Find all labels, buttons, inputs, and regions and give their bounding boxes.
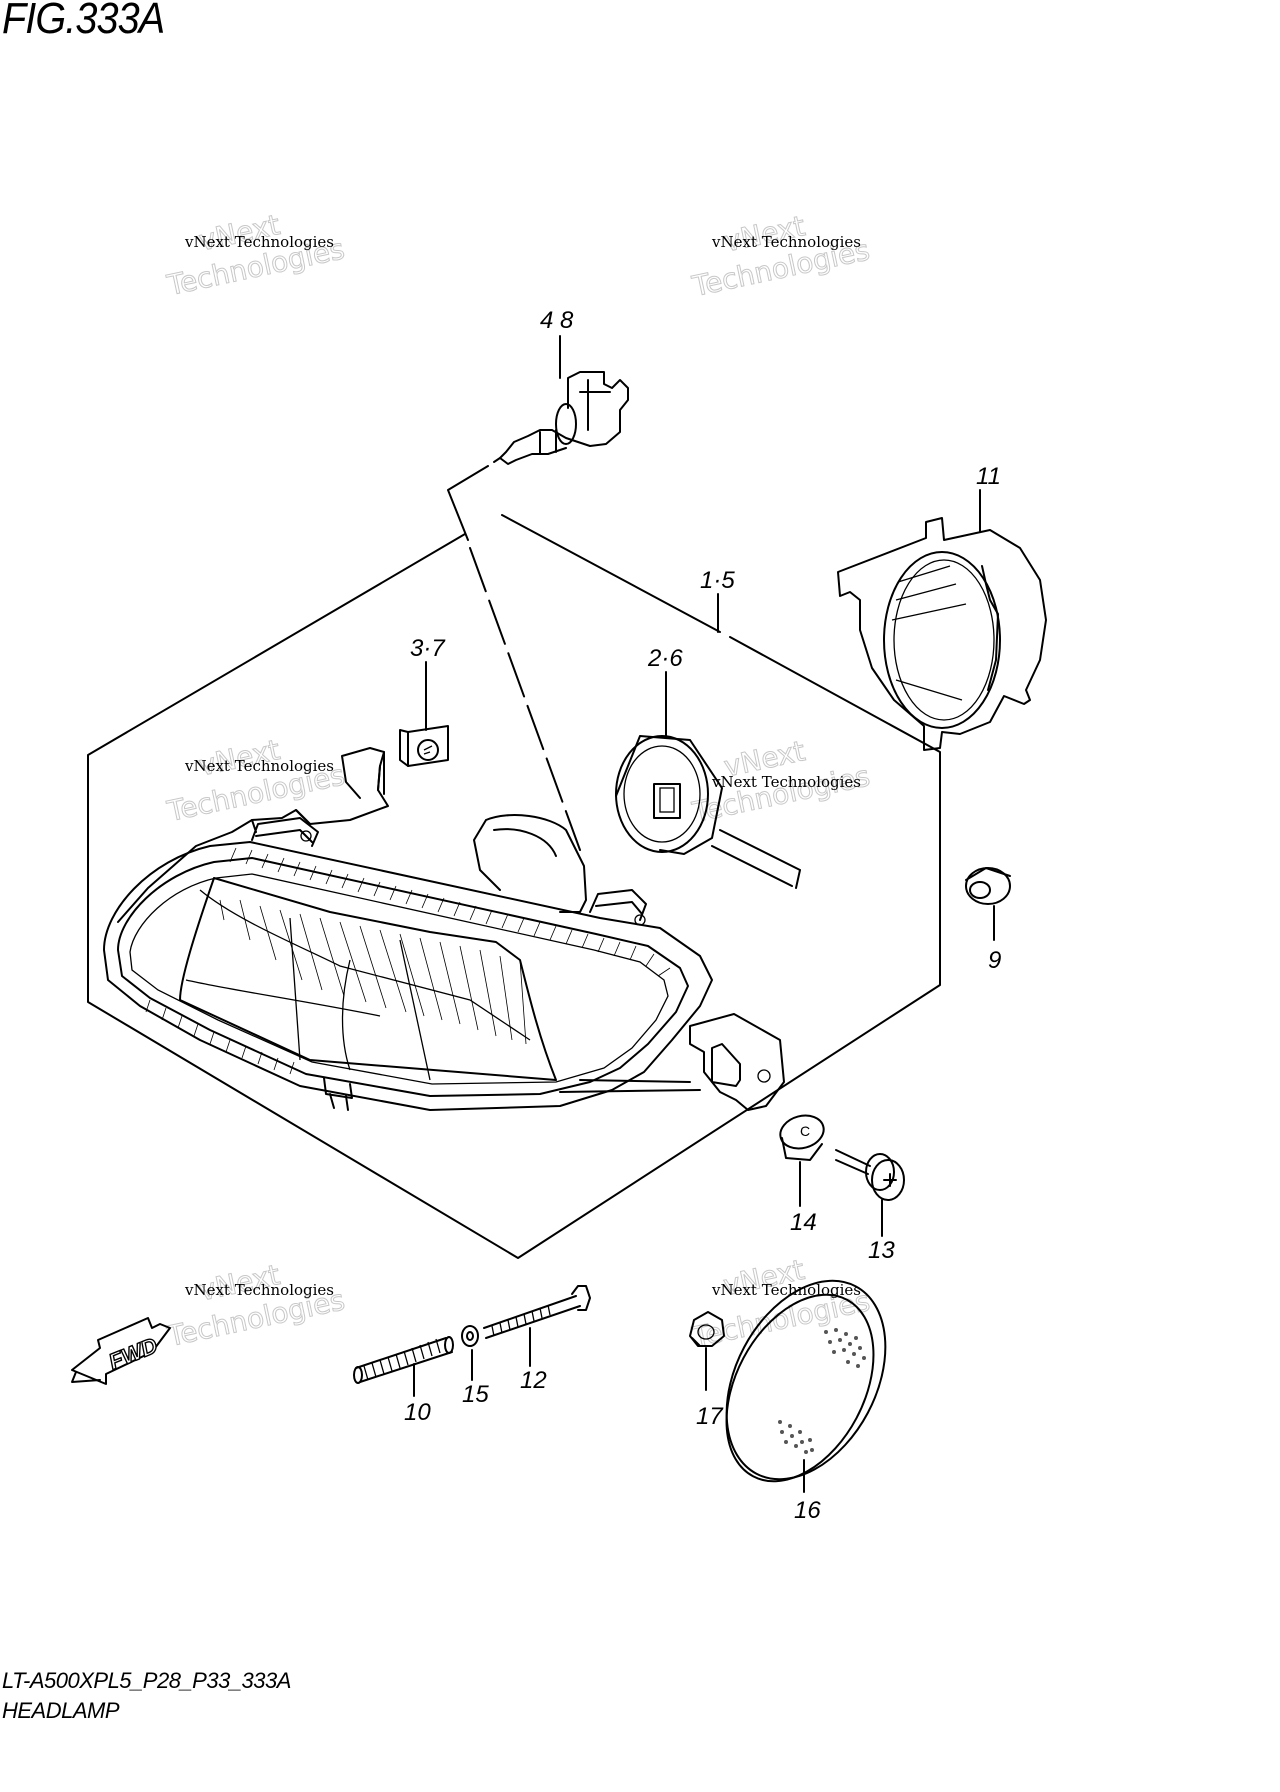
collar-14-part: C xyxy=(779,1114,825,1161)
figure-title: FIG.333A xyxy=(2,0,165,43)
callout-9: 9 xyxy=(988,947,1001,974)
reflector-16-part xyxy=(725,1279,887,1483)
assembly-outline xyxy=(87,514,941,1259)
callout-2-6: 2·6 xyxy=(647,645,683,672)
bracket-ring-part xyxy=(837,517,1047,751)
nut-17-part xyxy=(689,1311,725,1347)
callout-14: 14 xyxy=(790,1209,817,1236)
model-code: LT-A500XPL5_P28_P33_333A xyxy=(2,1668,291,1693)
svg-text:vNext Technologies: vNext Technologies xyxy=(184,1281,334,1299)
callout-15: 15 xyxy=(462,1381,489,1408)
spring-10-part xyxy=(353,1336,454,1384)
watermark-top-left: Technologies vNext vNext Technologies xyxy=(163,208,348,303)
callout-16: 16 xyxy=(794,1497,821,1524)
watermark-bottom-right: Technologies vNext vNext Technologies xyxy=(688,1252,873,1354)
callout-3-7: 3·7 xyxy=(410,635,446,662)
watermark-top-right: Technologies vNext vNext Technologies xyxy=(688,209,873,304)
svg-text:FWD: FWD xyxy=(105,1332,161,1374)
screw-13-part xyxy=(835,1149,905,1201)
callout-13: 13 xyxy=(868,1237,895,1264)
socket-part xyxy=(615,735,801,889)
watermark-bottom-left: Technologies vNext vNext Technologies xyxy=(163,1258,348,1354)
callout-1-5: 1·5 xyxy=(700,567,735,594)
rim-hatching xyxy=(145,847,671,1075)
bolt-12-part xyxy=(483,1285,591,1339)
svg-text:vNext Technologies: vNext Technologies xyxy=(184,233,334,251)
headlamp-housing-part xyxy=(103,747,785,1111)
svg-text:vNext Technologies: vNext Technologies xyxy=(184,757,334,775)
svg-text:vNext Technologies: vNext Technologies xyxy=(711,773,861,791)
watermark-mid-left: Technologies vNext vNext Technologies xyxy=(163,733,348,829)
nut-37-part xyxy=(399,725,449,767)
bulb-dashed-leader xyxy=(469,547,581,851)
bulb-part xyxy=(447,371,629,541)
callout-48: 4 8 xyxy=(540,307,574,334)
callout-11: 11 xyxy=(976,463,1001,490)
forward-direction-arrow: FWD xyxy=(71,1317,171,1385)
callout-10: 10 xyxy=(404,1399,431,1426)
svg-text:C: C xyxy=(800,1123,810,1139)
reflector-texture xyxy=(778,1328,866,1454)
figure-caption: HEADLAMP xyxy=(2,1698,120,1723)
svg-text:vNext Technologies: vNext Technologies xyxy=(711,233,861,251)
callout-17: 17 xyxy=(696,1403,724,1430)
callout-12: 12 xyxy=(520,1367,547,1394)
washer-15-part xyxy=(461,1325,479,1347)
grommet-9-part xyxy=(965,867,1011,905)
